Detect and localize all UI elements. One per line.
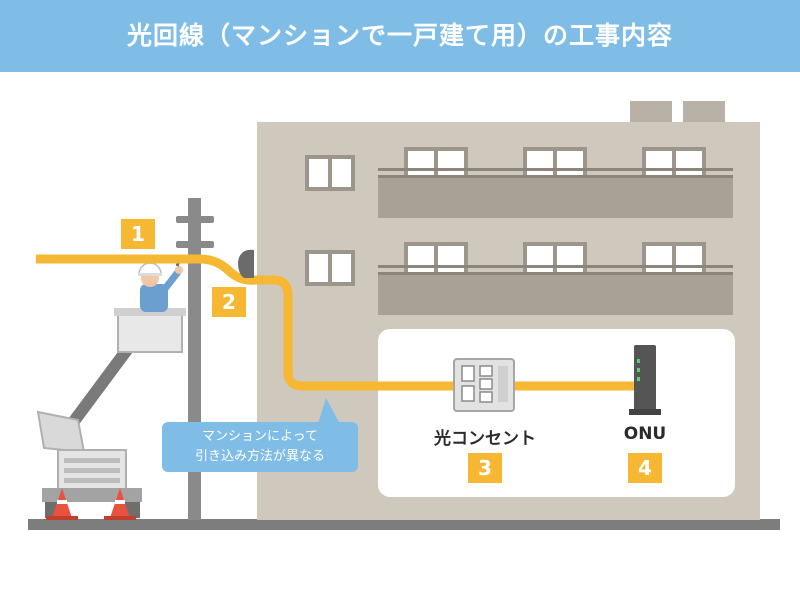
optical-outlet-icon <box>453 358 515 412</box>
step-3-badge: 3 <box>468 453 502 483</box>
step-1-badge: 1 <box>121 219 155 249</box>
optical-outlet-label: 光コンセント <box>434 429 536 449</box>
onu-label: ONU <box>623 424 667 444</box>
bucket-truck-icon <box>36 308 186 518</box>
step-4-badge: 4 <box>628 453 662 483</box>
speech-bubble-line-1: マンションによって <box>202 429 318 444</box>
speech-bubble-line-2: 引き込み方法が異なる <box>194 449 325 464</box>
speech-bubble-tail <box>318 398 340 424</box>
room-interior <box>378 329 735 497</box>
speech-bubble: マンションによって 引き込み方法が異なる <box>162 422 358 472</box>
onu-device-icon <box>629 345 661 415</box>
header-bar: 光回線（マンションで一戸建て用）の工事内容 <box>0 0 800 72</box>
ground-line <box>28 519 780 530</box>
step-2-badge: 2 <box>212 287 246 317</box>
page-title: 光回線（マンションで一戸建て用）の工事内容 <box>126 21 673 50</box>
traffic-cone-icon <box>46 488 136 520</box>
fiber-cable <box>36 254 636 391</box>
cable-clamp <box>238 249 254 278</box>
worker-icon <box>138 256 183 312</box>
